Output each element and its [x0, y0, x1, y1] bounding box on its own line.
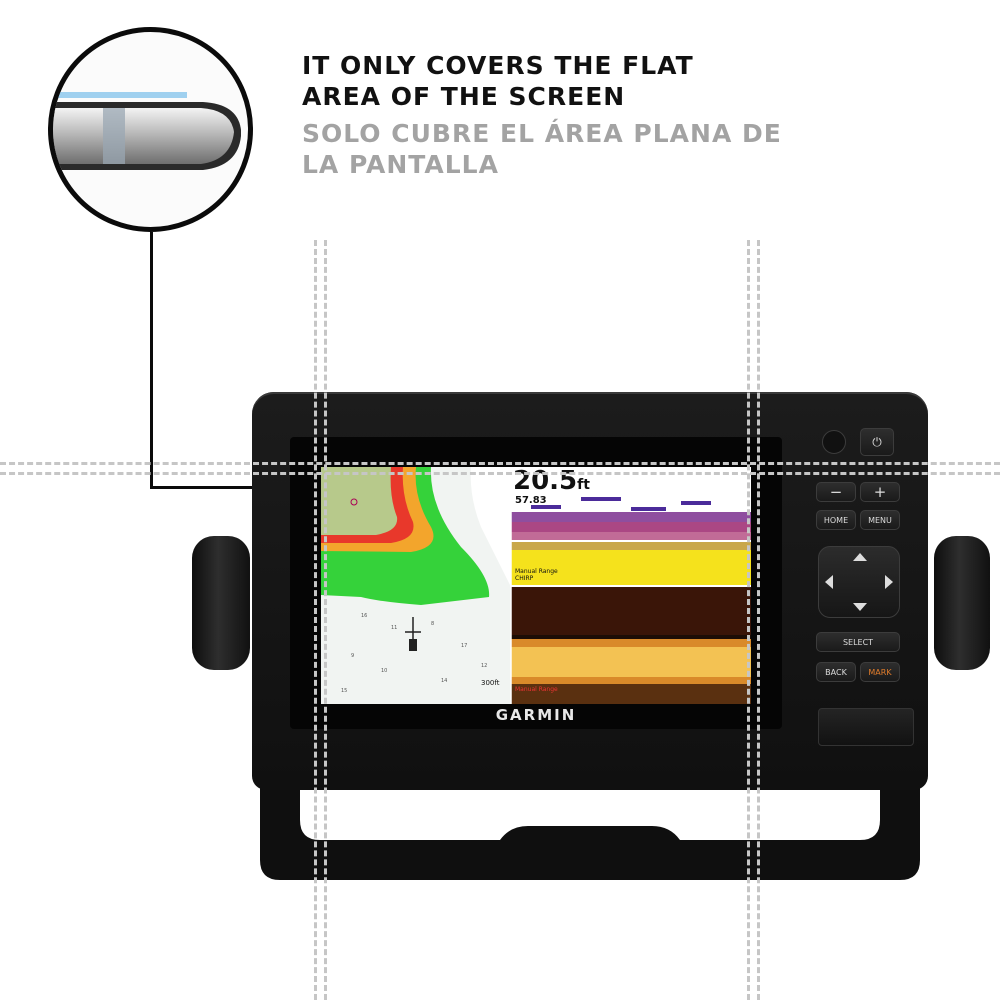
depth-unit: ft — [577, 477, 590, 493]
svg-text:12: 12 — [481, 663, 487, 669]
depth-reading: 20.5ft — [513, 467, 590, 499]
svg-text:11: 11 — [391, 625, 397, 631]
vessel-icon — [405, 617, 421, 651]
svg-text:15: 15 — [341, 688, 347, 694]
svg-text:16: 16 — [361, 613, 367, 619]
card-slot-cover[interactable] — [818, 708, 914, 746]
zoom-callout — [48, 27, 253, 232]
svg-text:8: 8 — [431, 621, 434, 627]
light-sensor — [822, 430, 846, 454]
headline-line-2: AREA OF THE SCREEN — [302, 82, 626, 111]
screen-content: 16 11 8 9 17 10 14 15 12 — [321, 467, 751, 704]
zoom-out-button[interactable]: − — [816, 482, 856, 502]
arrow-up-icon[interactable] — [853, 553, 867, 561]
sonar-top-freq: CHIRP — [515, 575, 534, 582]
back-button[interactable]: BACK — [816, 662, 856, 682]
arrow-right-icon[interactable] — [885, 575, 893, 589]
depth-value: 20.5 — [513, 467, 578, 496]
guide-top — [0, 462, 1000, 475]
sonar-top-mode: Manual Range CHIRP — [515, 568, 558, 582]
temperature-reading: 57.83 — [515, 495, 547, 506]
headline-line-1: IT ONLY COVERS THE FLAT — [302, 51, 694, 80]
select-button[interactable]: SELECT — [816, 632, 900, 652]
home-button[interactable]: HOME — [816, 510, 856, 530]
arrow-down-icon[interactable] — [853, 603, 867, 611]
screen-edge-crosssection — [53, 92, 241, 170]
svg-text:10: 10 — [381, 668, 387, 674]
svg-text:9: 9 — [351, 653, 354, 659]
protector-film — [53, 92, 187, 98]
headline-spanish: SOLO CUBRE EL ÁREA PLANA DE LA PANTALLA — [302, 118, 982, 180]
chart-scale: 300ft — [481, 679, 500, 687]
direction-pad[interactable] — [818, 546, 900, 618]
keypad: ⏻ − + HOME MENU SELECT BACK MARK — [800, 418, 916, 748]
arrow-left-icon[interactable] — [825, 575, 833, 589]
svg-text:14: 14 — [441, 678, 447, 684]
callout-leader-vertical — [150, 232, 153, 488]
sonar-bottom-mode: Manual Range — [515, 686, 558, 693]
guide-left — [314, 240, 327, 1000]
left-mount-knob — [192, 536, 250, 670]
power-button[interactable]: ⏻ — [860, 428, 894, 456]
subline-line-2: LA PANTALLA — [302, 150, 499, 179]
guide-right — [747, 240, 760, 1000]
power-icon: ⏻ — [872, 434, 882, 449]
callout-leader-horizontal — [150, 486, 338, 489]
right-mount-knob — [934, 536, 990, 670]
mark-button[interactable]: MARK — [860, 662, 900, 682]
sonar-top-range: Manual Range — [515, 568, 558, 575]
menu-button[interactable]: MENU — [860, 510, 900, 530]
brand-logo: GARMIN — [495, 706, 577, 724]
zoom-in-button[interactable]: + — [860, 482, 900, 502]
subline-line-1: SOLO CUBRE EL ÁREA PLANA DE — [302, 119, 782, 148]
headline-english: IT ONLY COVERS THE FLAT AREA OF THE SCRE… — [302, 50, 982, 112]
svg-text:17: 17 — [461, 643, 467, 649]
